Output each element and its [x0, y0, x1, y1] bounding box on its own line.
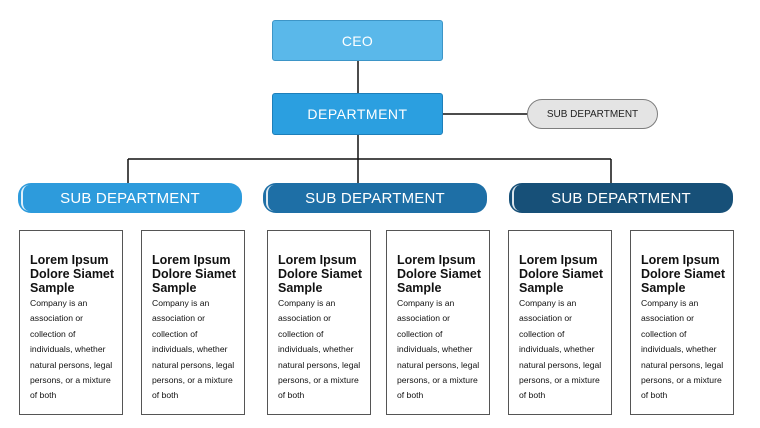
- card-body: Company is an association or collection …: [30, 298, 113, 401]
- sub-department-pill-3: SUB DEPARTMENT: [509, 183, 733, 213]
- card-title: Lorem Ipsum Dolore Siamet Sample: [397, 253, 482, 295]
- card-body: Company is an association or collection …: [278, 298, 361, 401]
- card-title: Lorem Ipsum Dolore Siamet Sample: [278, 253, 363, 295]
- info-card-1: Lorem Ipsum Dolore Siamet Sample Company…: [19, 230, 123, 415]
- sub-department-pill-1: SUB DEPARTMENT: [18, 183, 242, 213]
- sub-department-label: SUB DEPARTMENT: [60, 189, 200, 207]
- card-body: Company is an association or collection …: [397, 298, 480, 401]
- info-card-2: Lorem Ipsum Dolore Siamet Sample Company…: [141, 230, 245, 415]
- sub-department-label: SUB DEPARTMENT: [551, 189, 691, 207]
- card-body: Company is an association or collection …: [152, 298, 235, 401]
- card-title: Lorem Ipsum Dolore Siamet Sample: [152, 253, 237, 295]
- info-card-5: Lorem Ipsum Dolore Siamet Sample Company…: [508, 230, 612, 415]
- card-title: Lorem Ipsum Dolore Siamet Sample: [519, 253, 604, 295]
- card-body: Company is an association or collection …: [641, 298, 724, 401]
- department-box: DEPARTMENT: [272, 93, 443, 135]
- department-label: DEPARTMENT: [307, 106, 408, 122]
- info-card-4: Lorem Ipsum Dolore Siamet Sample Company…: [386, 230, 490, 415]
- side-sub-department-label: SUB DEPARTMENT: [546, 108, 639, 120]
- card-body: Company is an association or collection …: [519, 298, 602, 401]
- card-title: Lorem Ipsum Dolore Siamet Sample: [30, 253, 115, 295]
- side-sub-department-pill: SUB DEPARTMENT: [527, 99, 658, 129]
- card-title: Lorem Ipsum Dolore Siamet Sample: [641, 253, 726, 295]
- info-card-6: Lorem Ipsum Dolore Siamet Sample Company…: [630, 230, 734, 415]
- info-card-3: Lorem Ipsum Dolore Siamet Sample Company…: [267, 230, 371, 415]
- sub-department-label: SUB DEPARTMENT: [305, 189, 445, 207]
- ceo-label: CEO: [341, 32, 374, 49]
- sub-department-pill-2: SUB DEPARTMENT: [263, 183, 487, 213]
- ceo-box: CEO: [272, 20, 443, 61]
